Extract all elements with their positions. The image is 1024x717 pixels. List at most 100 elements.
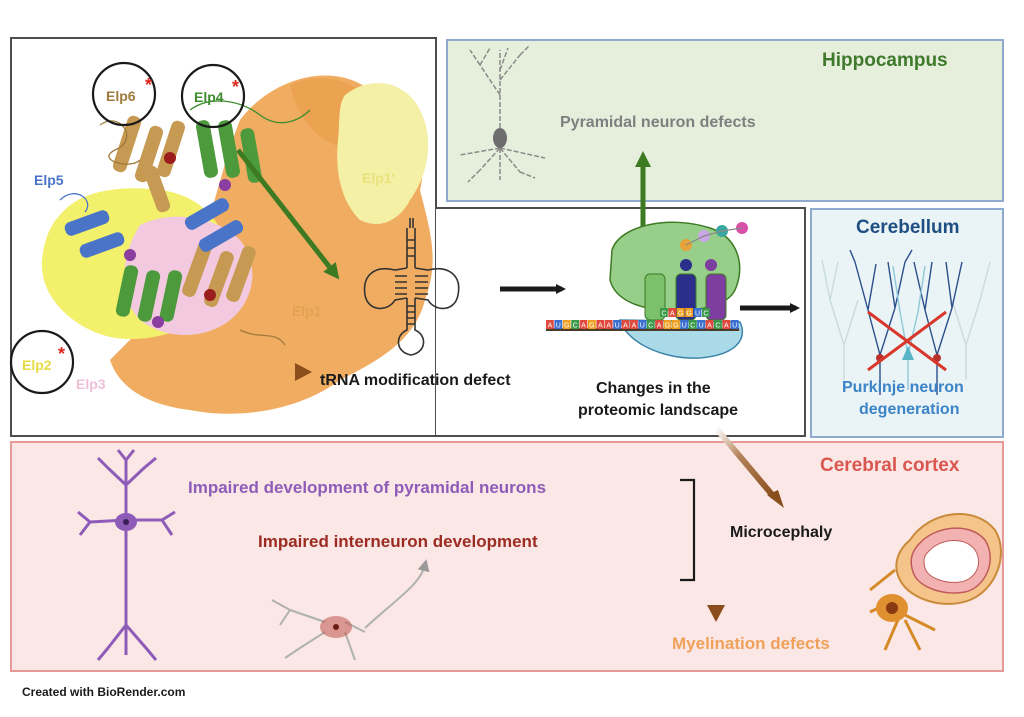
anticodon-nucleotide-letter: A	[670, 311, 675, 318]
purkinje-cross-icon	[867, 310, 947, 372]
anticodon-nucleotide-letter: G	[686, 311, 691, 318]
mrna-nucleotide	[613, 320, 621, 329]
elp4-helices	[115, 120, 262, 322]
mrna-nucleotide-letter: U	[682, 323, 687, 330]
mrna-nucleotide	[730, 320, 739, 329]
mrna-nucleotide-letter: U	[699, 323, 704, 330]
interneuron-development-label: Impaired interneuron development	[258, 532, 538, 551]
elp2-label: Elp2	[22, 357, 52, 373]
myelination-defects-label: Myelination defects	[672, 634, 830, 653]
elp4-asterisk: *	[232, 77, 239, 97]
mrna-nucleotide-letter: A	[724, 323, 729, 330]
elp4-label: Elp4	[194, 89, 224, 105]
proteome-label-line1: Changes in the	[596, 380, 711, 397]
elp4-circle	[180, 63, 246, 129]
proteome-to-microcephaly-arrow	[713, 426, 777, 499]
anticodon-nucleotide	[668, 308, 677, 317]
elp3-arrow-head	[295, 363, 312, 381]
mrna-nucleotide	[571, 320, 579, 329]
cerebellum-panel	[810, 208, 1004, 438]
mrna-nucleotide-letter: G	[673, 323, 678, 330]
mrna-nucleotide-letter: A	[581, 323, 586, 330]
mrna-nucleotide	[604, 320, 613, 329]
pyramidal-development-label: Impaired development of pyramidal neuron…	[188, 478, 547, 497]
mrna-nucleotide-letter: A	[657, 323, 662, 330]
anticodon-nucleotide	[685, 308, 693, 317]
myelin-sheath-icon	[895, 513, 1002, 605]
mrna-nucleotide	[596, 320, 605, 329]
purkinje-label-line2: degeneration	[859, 401, 960, 418]
mrna-nucleotide	[688, 320, 697, 329]
anticodon-nucleotide-letter: C	[661, 311, 666, 318]
mrna-nucleotide	[714, 320, 722, 329]
mrna-nucleotide	[621, 320, 630, 329]
mrna-nucleotide	[722, 320, 731, 329]
mrna-nucleotide	[554, 320, 563, 329]
elp1-prime-label: Elp1'	[362, 170, 395, 186]
elp1-prime-surface	[337, 83, 429, 224]
mrna-nucleotide	[697, 320, 705, 329]
elp5-helices	[64, 198, 244, 258]
hippocampus-panel	[446, 39, 1004, 202]
mrna-nucleotide	[680, 320, 689, 329]
mrna-nucleotide-letter: U	[640, 323, 645, 330]
elp6-label: Elp6	[106, 88, 136, 104]
cerebral-cortex-title: Cerebral cortex	[820, 455, 960, 476]
elp3-label: Elp3	[76, 376, 106, 392]
mrna-nucleotide	[646, 320, 655, 329]
mrna-nucleotide-letter: U	[732, 323, 737, 330]
mrna-nucleotide-letter: C	[690, 323, 695, 330]
mrna-nucleotide-letter: G	[665, 323, 670, 330]
interneuron-icon	[271, 559, 430, 661]
proteome-label-line2: proteomic landscape	[578, 402, 739, 419]
trna-defect-label: tRNA modification defect	[320, 372, 511, 389]
pyramidal-neuron-defects-label: Pyramidal neuron defects	[560, 114, 756, 131]
mrna-nucleotide-letter: G	[589, 323, 594, 330]
elp6-circle	[91, 61, 157, 127]
mrna-nucleotide-letter: U	[556, 323, 561, 330]
purkinje-soma-3	[902, 346, 914, 360]
cortex-bracket	[680, 478, 696, 582]
microcephaly-label: Microcephaly	[730, 524, 833, 541]
mrna-nucleotide-letter: A	[548, 323, 553, 330]
hippocampus-pyramidal-neuron-icon	[459, 44, 546, 183]
hippocampus-title: Hippocampus	[822, 50, 948, 71]
elp5-label: Elp5	[34, 172, 64, 188]
cortex-pyramidal-neuron-icon	[77, 449, 176, 661]
oligodendrocyte-icon	[869, 568, 936, 651]
mrna-nucleotide	[663, 320, 672, 329]
mrna-nucleotide	[638, 320, 647, 329]
elp2-circle	[9, 329, 75, 395]
mrna-nucleotide-letter: A	[623, 323, 628, 330]
elp1-label: Elp1	[292, 303, 322, 319]
mrna-nucleotide-letter: A	[606, 323, 611, 330]
mrna-nucleotide-letter: U	[615, 323, 620, 330]
mrna-nucleotide	[630, 320, 638, 329]
mrna-nucleotide-letter: A	[707, 323, 712, 330]
mrna-nucleotide	[705, 320, 714, 329]
ligand-spheres	[124, 152, 231, 328]
mrna-nucleotide	[588, 320, 596, 329]
mrna-nucleotide-letter: A	[598, 323, 603, 330]
elp4-to-trna-arrow	[236, 148, 340, 280]
mrna-nucleotide-letter: A	[632, 323, 637, 330]
mrna-nucleotide-letter: C	[573, 323, 578, 330]
mrna-nucleotide-letter: C	[648, 323, 653, 330]
anticodon-nucleotide	[693, 308, 702, 317]
mrna-nucleotide-letter: C	[715, 323, 720, 330]
cerebral-cortex-panel	[10, 441, 1004, 672]
elp6-asterisk: *	[145, 75, 152, 95]
trna-icon	[363, 218, 460, 356]
elp2-asterisk: *	[58, 344, 65, 364]
anticodon-nucleotide	[676, 308, 685, 317]
mrna-nucleotide	[562, 320, 571, 329]
purkinje-neuron-icon	[821, 249, 991, 395]
hippocampus-neuron-soma	[493, 128, 507, 148]
anticodon-nucleotide	[702, 308, 710, 317]
mrna-nucleotide	[579, 320, 588, 329]
cerebellum-title: Cerebellum	[856, 217, 960, 238]
protein-loops	[59, 100, 311, 346]
purkinje-label-line1: Purkinje neuron	[842, 379, 964, 396]
